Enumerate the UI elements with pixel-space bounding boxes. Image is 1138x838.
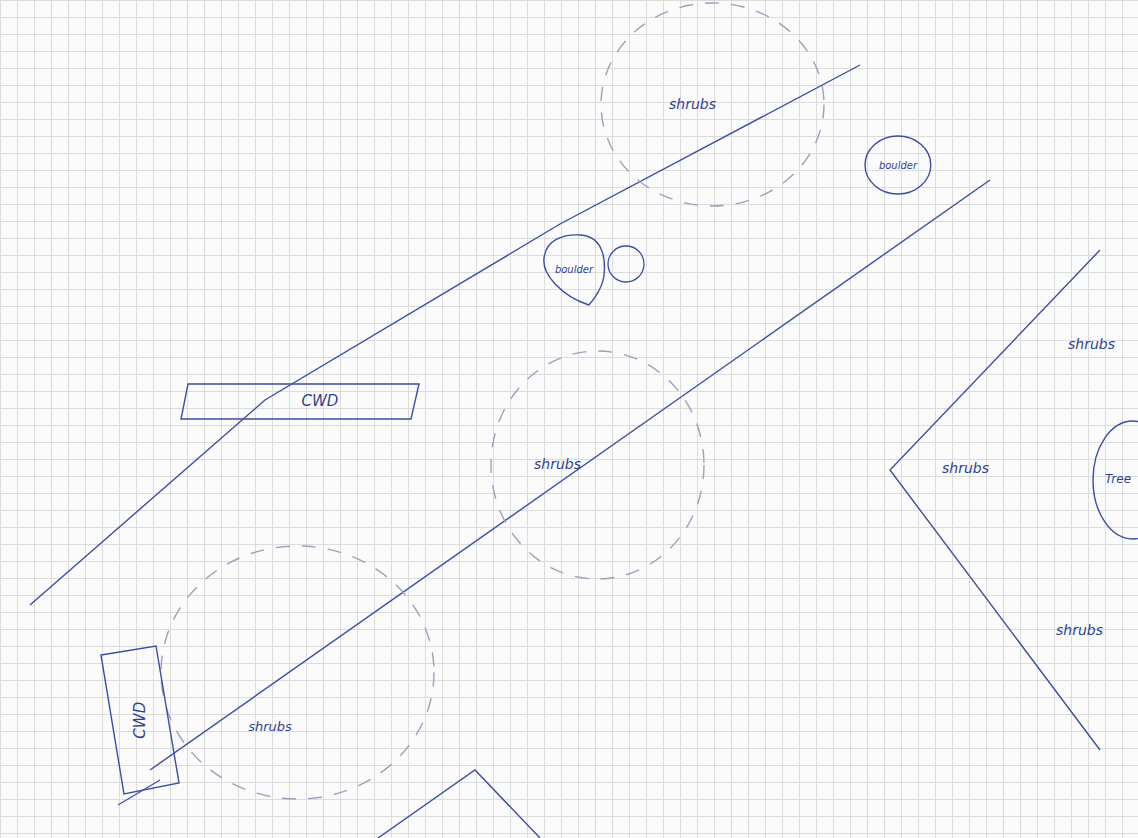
node-label: shrubs (669, 97, 716, 112)
area-label: shrubs (942, 460, 989, 476)
track-edge (150, 180, 990, 770)
region-edge (378, 770, 540, 838)
node-label: boulder (555, 264, 593, 275)
boulder-outline: boulder (540, 232, 608, 307)
tree-circle: Tree (1092, 420, 1138, 540)
node-outline (180, 383, 420, 420)
area-label: shrubs (1068, 336, 1115, 352)
region-edge (890, 250, 1100, 750)
node-label: CWD (132, 702, 149, 739)
shrub-patch: shrubs (160, 545, 435, 800)
track-edge (30, 65, 860, 605)
shrub-patch: shrubs (490, 350, 705, 580)
node-label: CWD (302, 393, 339, 410)
node-outline (160, 545, 435, 800)
shrub-patch: shrubs (600, 2, 825, 207)
node-label: boulder (879, 160, 917, 171)
node-outline (490, 350, 705, 580)
boulder-circle: boulder (864, 135, 932, 195)
node-label: shrubs (534, 457, 581, 472)
node-label: shrubs (248, 720, 292, 734)
cwd-log: CWD (100, 645, 180, 795)
node-label: Tree (1105, 473, 1131, 486)
cwd-log: CWD (180, 383, 420, 420)
area-label: shrubs (1056, 622, 1103, 638)
small-rock (608, 246, 644, 282)
